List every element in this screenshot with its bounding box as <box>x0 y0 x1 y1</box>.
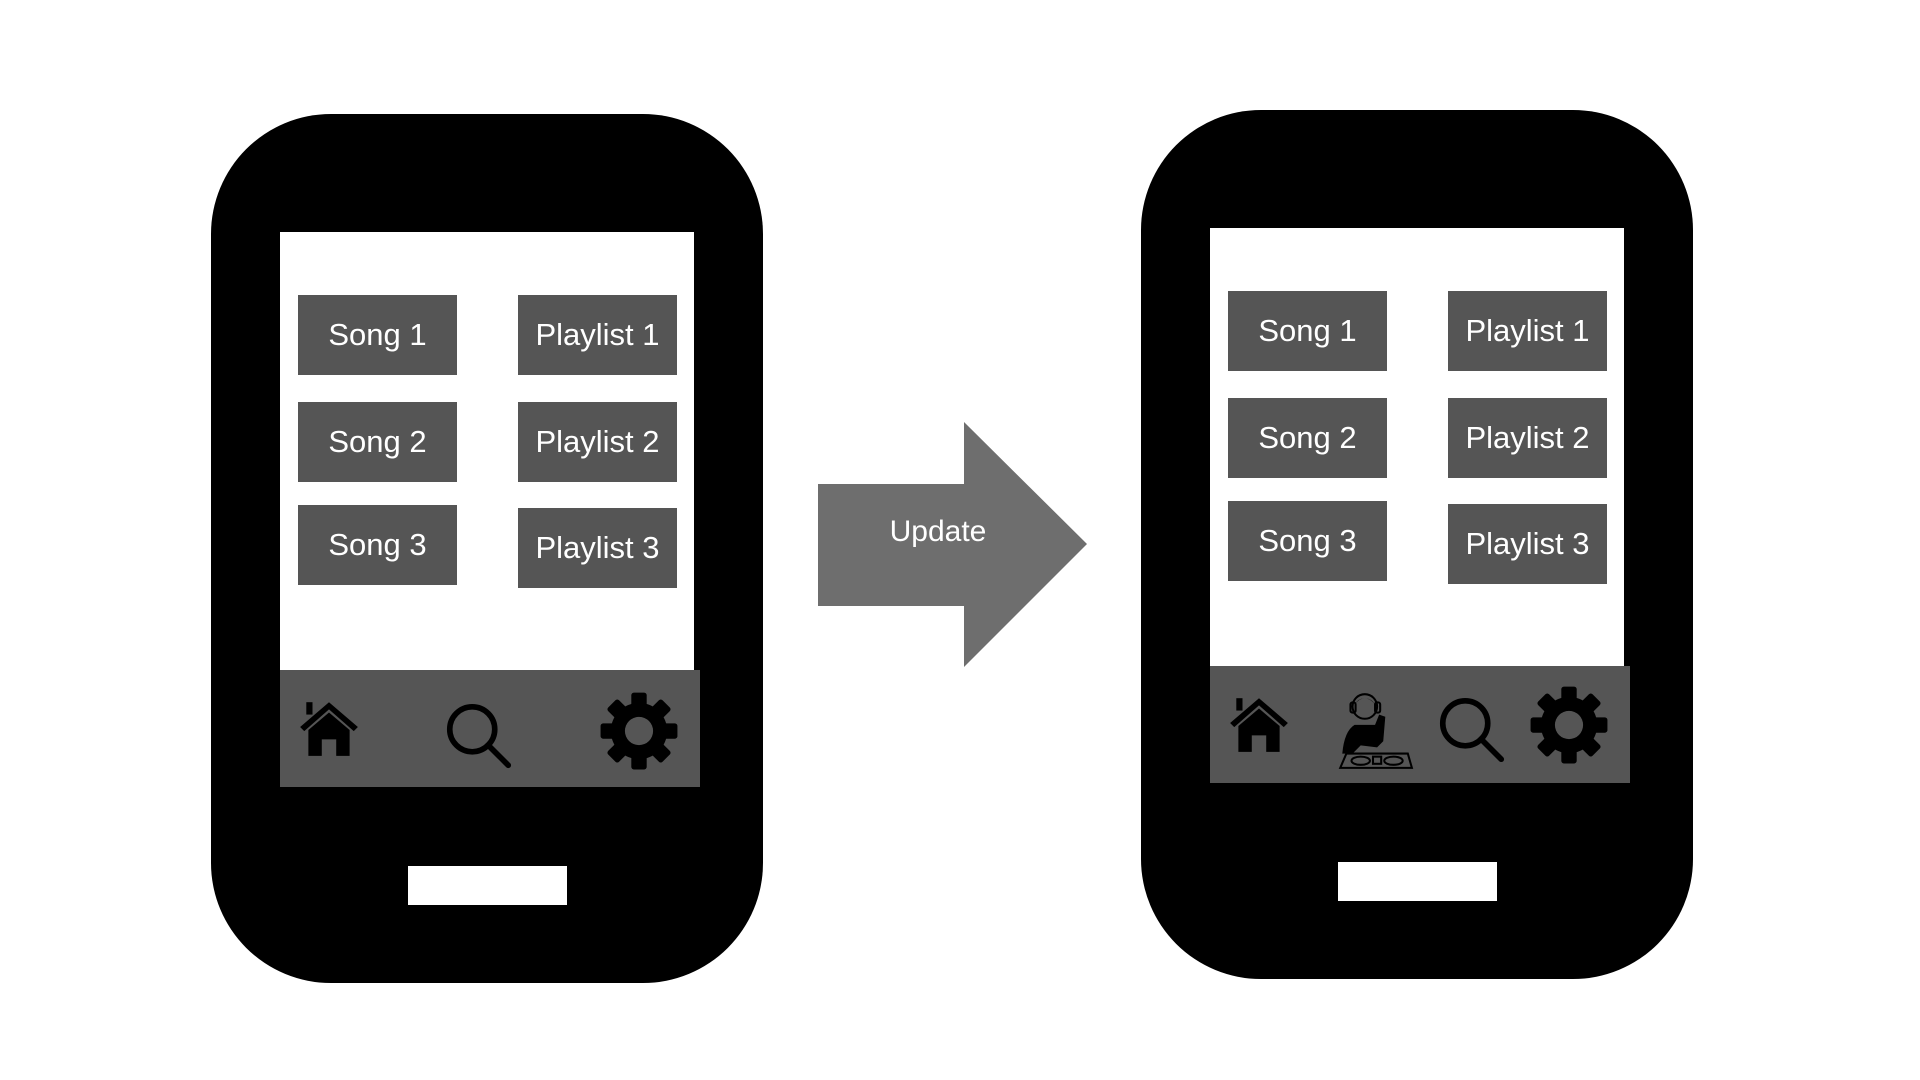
playlist-1-tile[interactable]: Playlist 1 <box>518 295 677 375</box>
playlist-3-tile[interactable]: Playlist 3 <box>1448 504 1607 584</box>
gear-icon[interactable] <box>1528 684 1610 766</box>
phone-screen: Song 1 Playlist 1 Song 2 Playlist 2 Song… <box>1210 228 1624 666</box>
song-1-tile[interactable]: Song 1 <box>298 295 457 375</box>
update-arrow <box>818 422 1087 667</box>
song-3-tile[interactable]: Song 3 <box>1228 501 1387 581</box>
update-label: Update <box>889 515 987 548</box>
song-3-tile[interactable]: Song 3 <box>298 505 457 585</box>
phone-screen: Song 1 Playlist 1 Song 2 Playlist 2 Song… <box>280 232 694 670</box>
playlist-2-tile[interactable]: Playlist 2 <box>518 402 677 482</box>
bottom-nav-bar <box>1210 666 1630 783</box>
gear-icon[interactable] <box>598 690 680 772</box>
playlist-2-tile[interactable]: Playlist 2 <box>1448 398 1607 478</box>
song-2-tile[interactable]: Song 2 <box>1228 398 1387 478</box>
playlist-3-tile[interactable]: Playlist 3 <box>518 508 677 588</box>
bottom-nav-bar <box>280 670 700 787</box>
search-icon[interactable] <box>443 700 515 772</box>
home-icon[interactable] <box>1226 692 1292 758</box>
song-1-tile[interactable]: Song 1 <box>1228 291 1387 371</box>
playlist-1-tile[interactable]: Playlist 1 <box>1448 291 1607 371</box>
song-2-tile[interactable]: Song 2 <box>298 402 457 482</box>
dj-icon[interactable] <box>1330 686 1416 772</box>
phone-before: Song 1 Playlist 1 Song 2 Playlist 2 Song… <box>211 114 763 983</box>
home-hardware-button[interactable] <box>1338 862 1497 901</box>
home-icon[interactable] <box>296 696 362 762</box>
phone-after: Song 1 Playlist 1 Song 2 Playlist 2 Song… <box>1141 110 1693 979</box>
home-hardware-button[interactable] <box>408 866 567 905</box>
search-icon[interactable] <box>1436 694 1508 766</box>
